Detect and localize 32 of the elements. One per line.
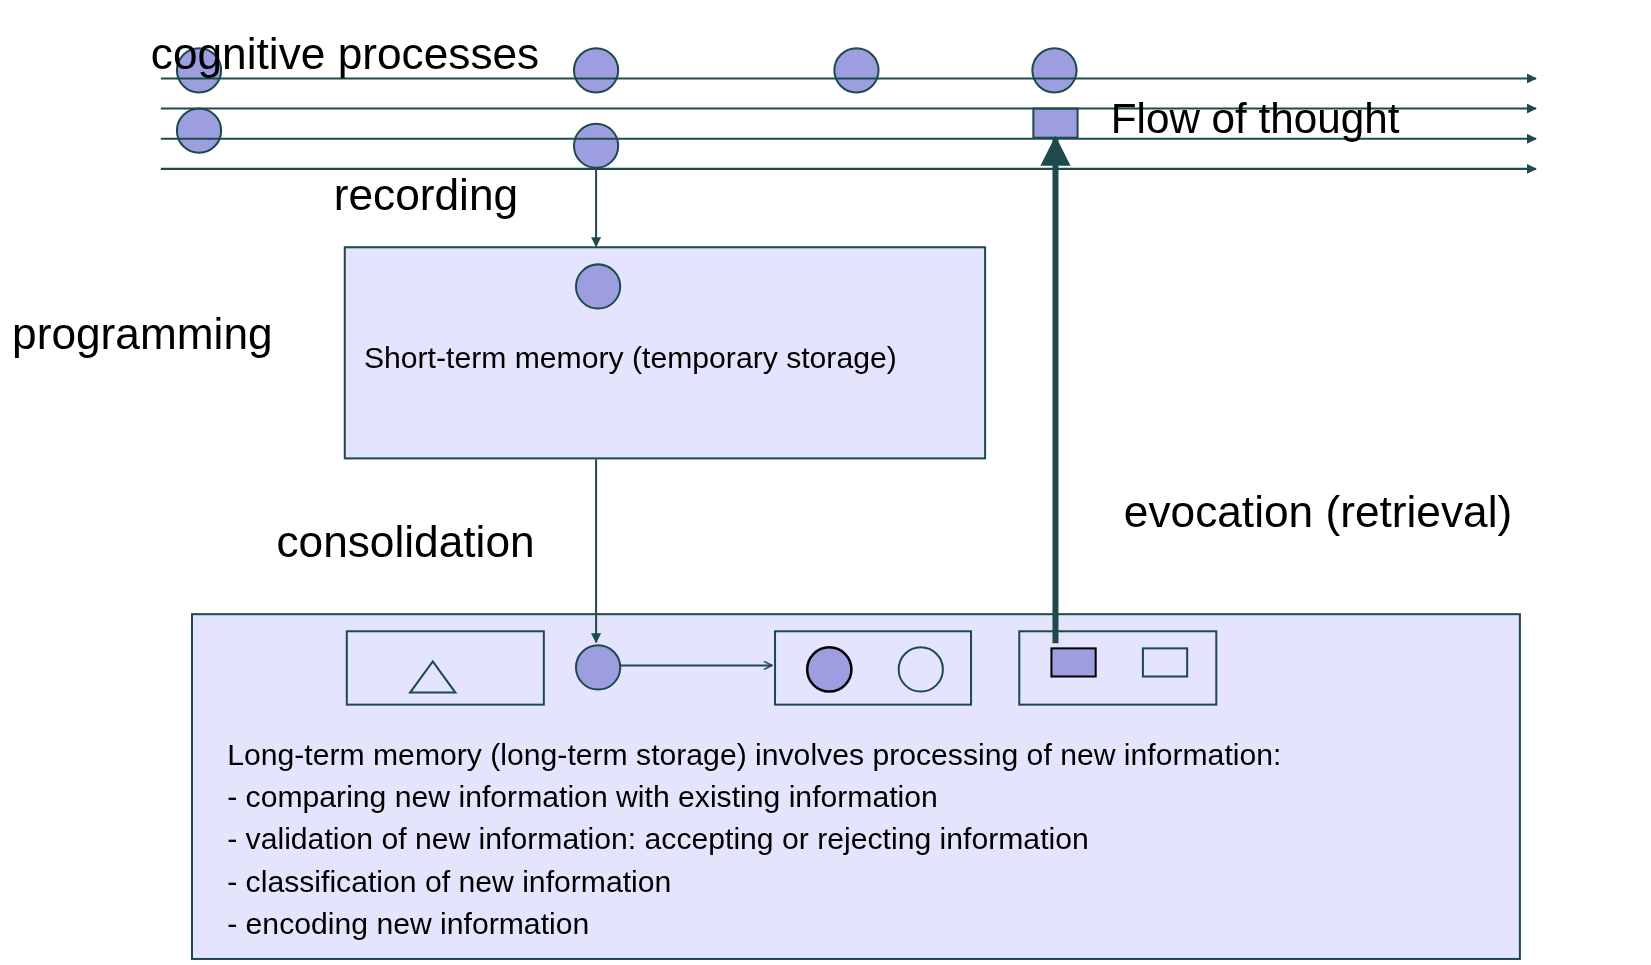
- empty-rectangle: [1141, 647, 1189, 678]
- item-frame: [774, 630, 973, 706]
- item-frame: [345, 630, 545, 706]
- memory-description: - comparing new information with existing information: [227, 779, 938, 816]
- circle-marker: [572, 47, 620, 94]
- square-marker: [1050, 647, 1097, 678]
- memory-description: - classification of new information: [227, 863, 672, 900]
- diagram-label: programming: [12, 309, 273, 359]
- edge-label: recording: [333, 170, 519, 220]
- edge-label: consolidation: [276, 517, 535, 567]
- memory-description: - validation of new information: accepting or rejecting information: [227, 821, 1089, 858]
- memory-description: Short-term memory (temporary storage): [363, 339, 897, 376]
- square-marker: [1032, 107, 1079, 139]
- circle-marker: [572, 122, 620, 169]
- arrow: [591, 168, 602, 248]
- memory-description: - encoding new information: [227, 905, 590, 942]
- memory-panel: [191, 613, 1521, 960]
- arrow: [591, 459, 602, 644]
- memory-panel: [343, 246, 987, 460]
- circle-marker: [806, 646, 853, 693]
- triangle-marker: [409, 660, 457, 694]
- circle-marker: [575, 644, 622, 691]
- empty-circle: [897, 646, 944, 693]
- circle-marker: [833, 47, 880, 94]
- circle-marker: [575, 263, 622, 310]
- edge-label: evocation (retrieval): [1123, 487, 1513, 537]
- memory-description: Long-term memory (long-term storage) involves processing of new information:: [227, 736, 1282, 773]
- diagram-label: cognitive processes: [150, 30, 540, 79]
- item-frame: [1018, 630, 1218, 706]
- circle-marker: [1031, 47, 1078, 94]
- diagram-label: Flow of thought: [1110, 95, 1400, 142]
- circle-marker: [175, 107, 223, 154]
